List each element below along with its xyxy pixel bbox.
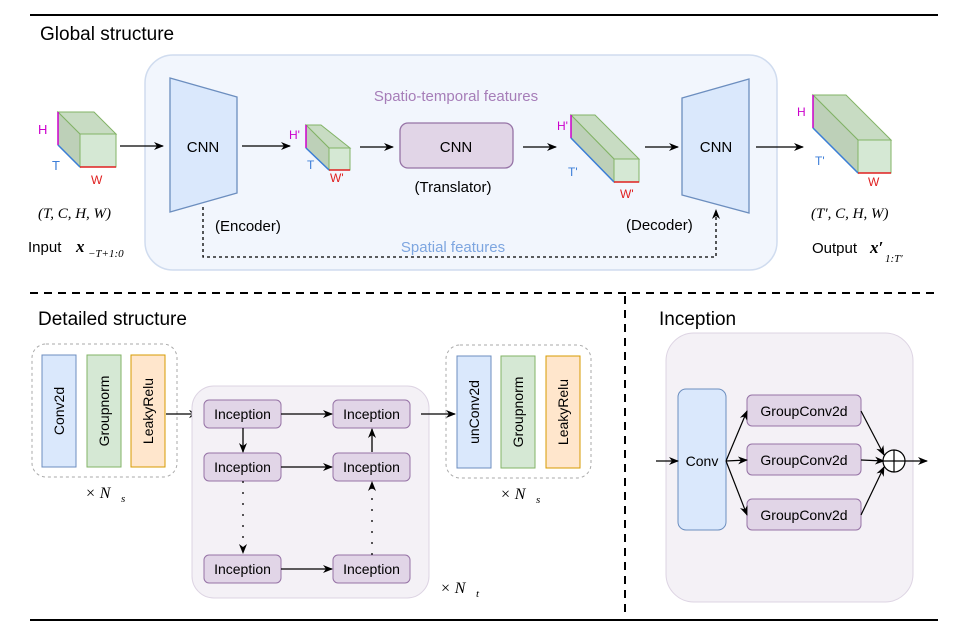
latent-in-w: W'	[330, 171, 344, 185]
spatial-label: Spatial features	[401, 239, 505, 256]
encoder-text: CNN	[187, 139, 220, 156]
latent-out-w: W'	[620, 187, 634, 201]
output-w: W	[868, 175, 880, 189]
arrow-branch-sum	[860, 466, 885, 516]
inception-cell-label: Inception	[343, 406, 400, 422]
latent-tensor-in	[304, 123, 352, 172]
enc-layer-leakyrelu	[130, 354, 166, 468]
dec-label-0: unConv2d	[466, 380, 482, 444]
trans-repeat: × N	[440, 580, 467, 597]
inception-cell-label: Inception	[343, 459, 400, 475]
enc-repeat: × N	[85, 485, 112, 502]
arrow-conv-branch	[725, 460, 748, 516]
dec-repeat-sub: s	[536, 494, 540, 506]
dim-w-label: W	[91, 173, 103, 187]
encoder-block	[31, 343, 178, 478]
skip-connection	[202, 207, 720, 258]
groupconv-label: GroupConv2d	[760, 452, 847, 468]
translator-text: CNN	[440, 139, 473, 156]
inception-cell-label: Inception	[214, 459, 271, 475]
groupconv-label: GroupConv2d	[760, 507, 847, 523]
global-title: Global structure	[40, 24, 174, 45]
enc-label-1: Groupnorm	[96, 376, 112, 447]
translator-caption: (Translator)	[415, 179, 492, 196]
dec-layer-groupnorm	[500, 355, 536, 469]
input-symbol: x	[75, 237, 85, 256]
dec-label-1: Groupnorm	[510, 377, 526, 448]
input-shape: (T, C, H, W)	[38, 206, 111, 222]
enc-layer-conv2d	[41, 354, 77, 468]
dim-h-label: H	[38, 122, 47, 137]
detailed-title: Detailed structure	[38, 309, 187, 330]
decoder-cnn	[681, 78, 750, 214]
encoder-caption: (Encoder)	[215, 218, 281, 235]
output-label: Output	[812, 240, 858, 257]
dim-t-label: T	[52, 158, 60, 173]
dec-layer-leakyrelu	[545, 355, 581, 469]
latent-out-h: H'	[557, 119, 568, 133]
encoder-cnn	[169, 77, 238, 213]
decoder-block	[445, 344, 592, 479]
arrow-conv-branch	[725, 410, 748, 462]
output-shape: (T′, C, H, W)	[811, 206, 888, 222]
input-tensor	[56, 110, 118, 169]
enc-label-2: LeakyRelu	[140, 378, 156, 444]
latent-tensor-out	[569, 113, 641, 184]
enc-repeat-sub: s	[121, 493, 125, 505]
input-subscript: −T+1:0	[88, 248, 124, 260]
input-label: Input	[28, 239, 62, 256]
dec-repeat: × N	[500, 486, 527, 503]
latent-out-t: T'	[568, 165, 578, 179]
dec-label-2: LeakyRelu	[555, 379, 571, 445]
arrow-branch-sum	[860, 456, 885, 465]
translator-cnn	[399, 122, 514, 169]
output-subscript: 1:T′	[885, 253, 903, 265]
decoder-text: CNN	[700, 139, 733, 156]
dec-layer-unconv2d	[456, 355, 492, 469]
enc-layer-groupnorm	[86, 354, 122, 468]
latent-in-h: H'	[289, 128, 300, 142]
output-symbol: x′	[869, 238, 883, 257]
output-tensor	[811, 93, 893, 175]
translator-block	[191, 385, 430, 599]
inception-title: Inception	[659, 309, 736, 330]
decoder-caption: (Decoder)	[626, 217, 693, 234]
arrow-branch-sum	[860, 410, 885, 456]
inception-conv-label: Conv	[686, 453, 719, 469]
inception-cell-label: Inception	[214, 406, 271, 422]
latent-in-t: T	[307, 158, 315, 172]
groupconv-label: GroupConv2d	[760, 403, 847, 419]
output-h: H	[797, 105, 806, 119]
enc-label-0: Conv2d	[51, 387, 67, 435]
trans-repeat-sub: t	[476, 588, 480, 600]
inception-cell-label: Inception	[214, 561, 271, 577]
output-t: T'	[815, 154, 825, 168]
inception-cell-label: Inception	[343, 561, 400, 577]
spatiotemporal-label: Spatio-temporal features	[374, 88, 538, 105]
arrow-conv-branch	[725, 456, 748, 465]
